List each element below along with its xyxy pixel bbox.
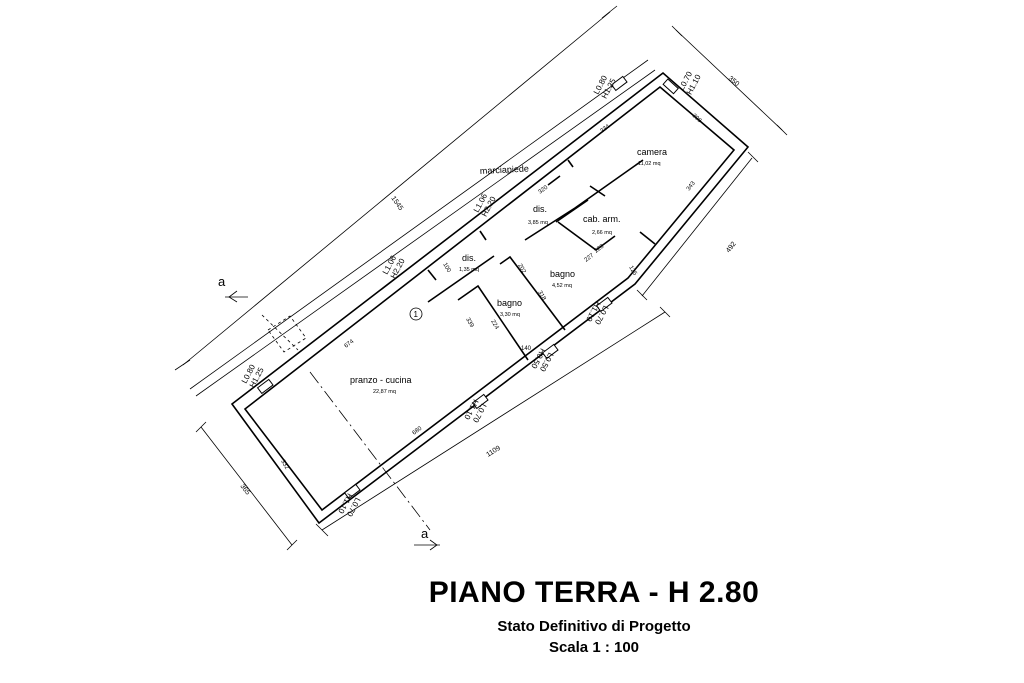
dim-674: 674 (344, 338, 356, 349)
plan-title: PIANO TERRA - H 2.80 (428, 576, 760, 609)
dim-224: 224 (489, 319, 500, 331)
room-pranzo-label: pranzo - cucina (350, 375, 412, 385)
room-camera-label: camera (637, 147, 667, 157)
dim-1545: 1545 (389, 195, 404, 212)
dim-343: 343 (686, 180, 697, 192)
room-cab-area: 2,66 mq (592, 230, 612, 236)
interior-walls (427, 159, 656, 361)
room-dis1-area: 3,85 mq (528, 220, 548, 226)
dim-339: 339 (464, 317, 475, 329)
dim-1109: 1109 (485, 445, 502, 459)
dim-318: 318 (536, 290, 547, 302)
dim-308: 308 (691, 113, 703, 125)
dimension-values: 1545 350 492 1109 365 334 308 343 320 22… (238, 75, 740, 496)
dim-365: 365 (238, 483, 251, 497)
section-line (225, 290, 440, 551)
plan-scale: Scala 1 : 100 (548, 639, 640, 656)
plan-subtitle: Stato Definitivo di Progetto (497, 618, 691, 635)
reference-circle (409, 307, 423, 321)
room-dis2-area: 1,35 mq (459, 267, 479, 273)
window-markers (256, 75, 679, 500)
section-mark-top: a (218, 274, 226, 289)
room-dis2-label: dis. (462, 253, 476, 263)
reference-circle-number: 1 (414, 310, 419, 319)
room-marciapiede-label: marciapiede (480, 163, 529, 176)
dim-202: 202 (516, 263, 527, 275)
room-bagno1-area: 4,52 mq (552, 283, 572, 289)
room-cab-label: cab. arm. (583, 214, 621, 224)
dashed-box (267, 315, 307, 353)
dimension-lines (174, 5, 788, 551)
dim-228: 228 (594, 243, 606, 254)
floor-plan: 1 a a marciapiede camera 11,02 mq dis. 3… (174, 5, 788, 551)
room-bagno1-label: bagno (550, 269, 575, 279)
room-pranzo-area: 22,87 mq (373, 389, 396, 395)
room-bagno2-label: bagno (497, 298, 522, 308)
exterior-walls (230, 71, 750, 525)
dim-320: 320 (538, 184, 550, 195)
dim-140: 140 (521, 346, 532, 352)
dim-680: 680 (412, 425, 424, 436)
room-bagno2-area: 3,30 mq (500, 312, 520, 318)
dim-492: 492 (725, 241, 738, 255)
section-mark-bottom: a (421, 526, 429, 541)
room-dis1-label: dis. (533, 204, 547, 214)
dim-227: 227 (584, 252, 596, 263)
dim-350: 350 (727, 75, 741, 88)
dim-332: 332 (279, 459, 290, 471)
dim-125: 125 (627, 265, 638, 277)
dim-100: 100 (441, 262, 452, 274)
dim-334: 334 (600, 123, 612, 134)
room-camera-area: 11,02 mq (638, 161, 661, 167)
room-labels: marciapiede camera 11,02 mq dis. 3,85 mq… (350, 147, 667, 395)
